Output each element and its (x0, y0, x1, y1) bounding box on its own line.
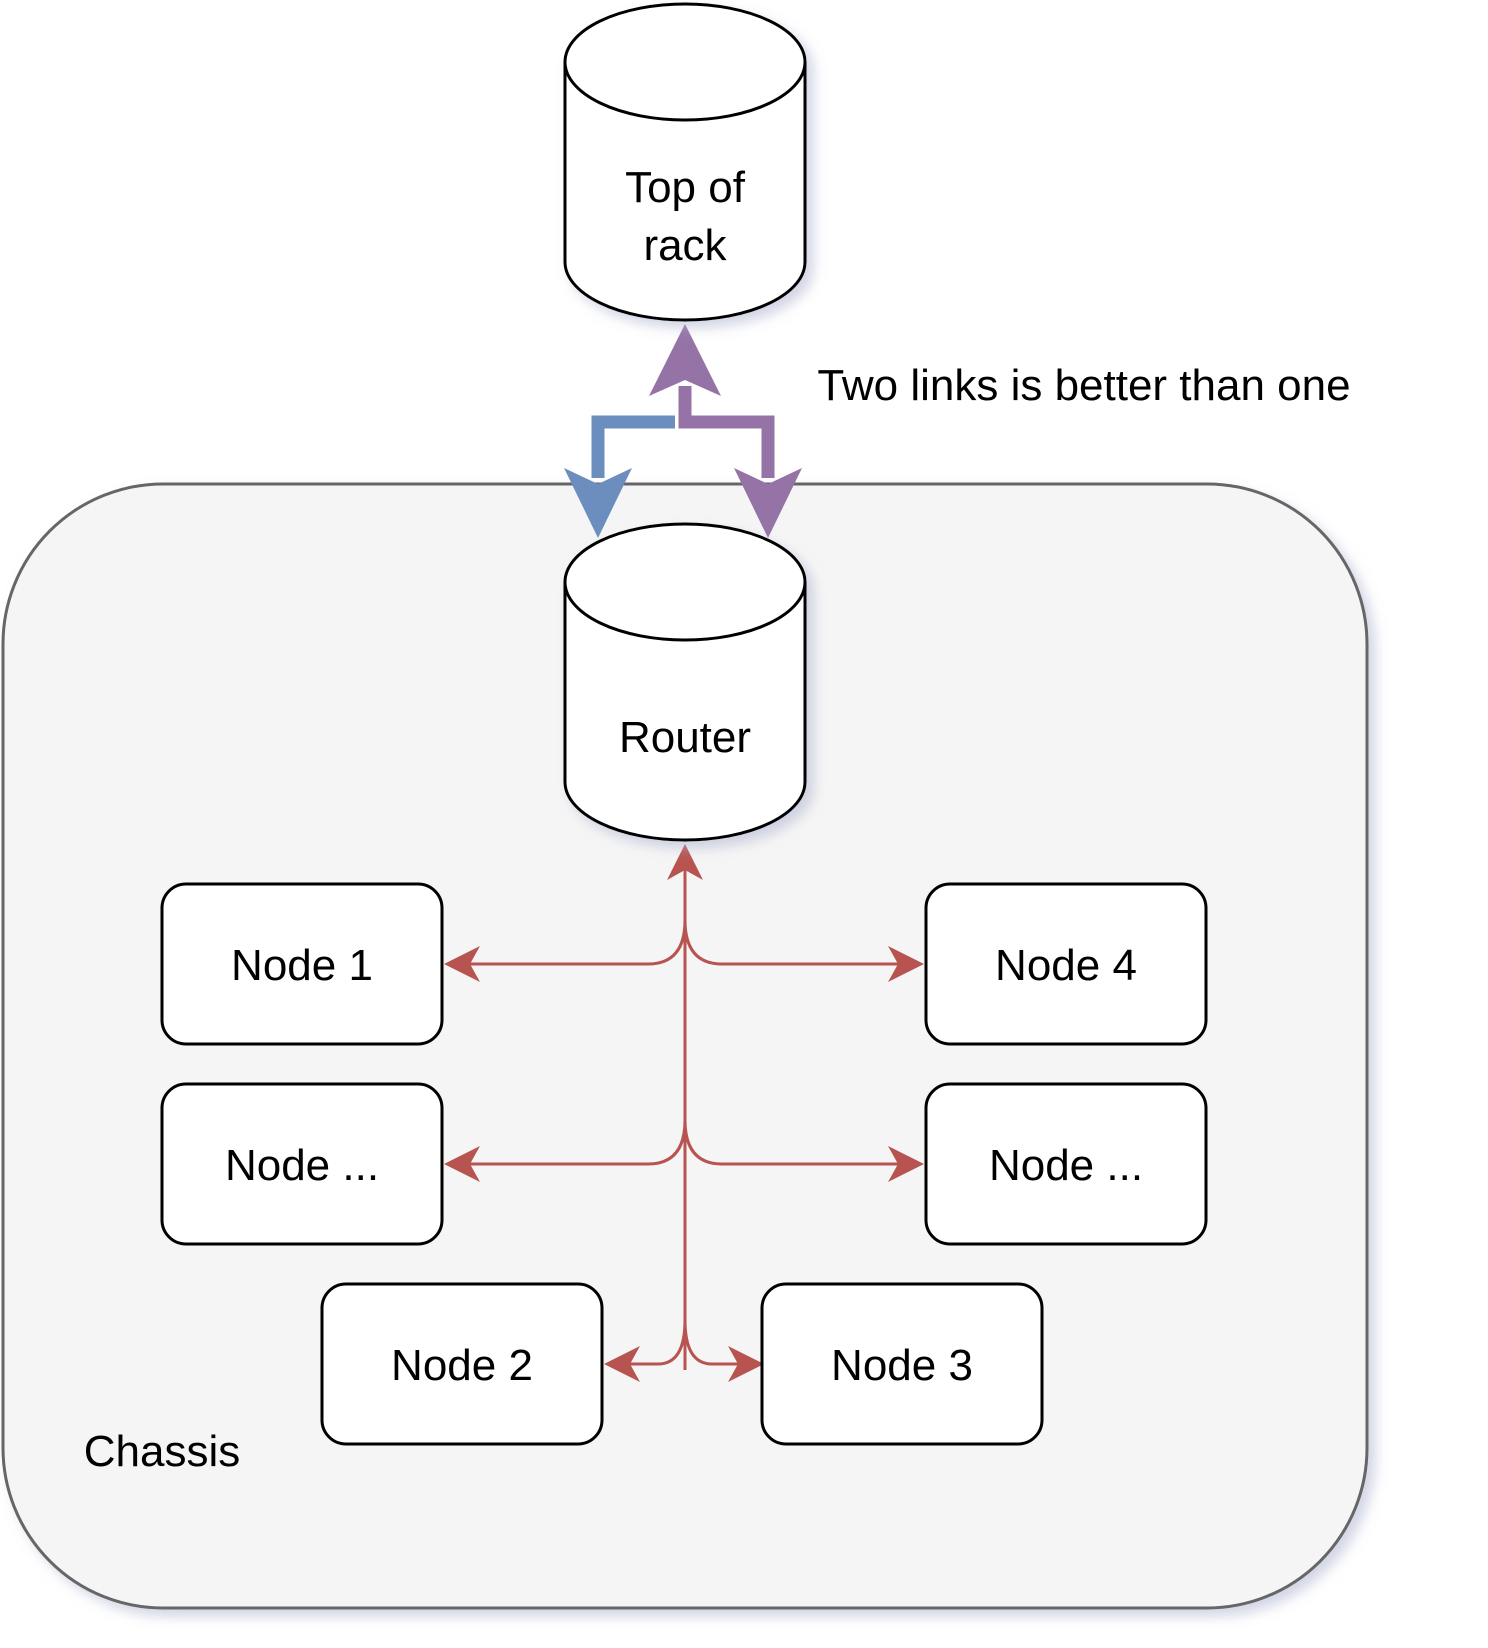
node-1-arrowhead (444, 946, 480, 982)
node-right-more-box[interactable]: Node ... (924, 1082, 1208, 1246)
node-link-arrowheads (444, 844, 924, 1382)
blue-uplink (591, 415, 675, 478)
node-1-box[interactable]: Node 1 (160, 882, 444, 1046)
top-of-rack-cylinder[interactable] (563, 2, 807, 322)
link-note: Two links is better than one (817, 361, 1350, 410)
node-2-arrowhead (604, 1346, 640, 1382)
top-of-rack-arrowhead (649, 324, 721, 396)
node-3-arrowhead (728, 1346, 764, 1382)
top-of-rack-label-line-2: rack (643, 221, 727, 270)
top-of-rack-label-line-1: Top of (625, 163, 746, 212)
chassis-label: Chassis (84, 1427, 241, 1476)
node-left-more-box[interactable]: Node ... (160, 1082, 444, 1246)
node-4-arrowhead (888, 946, 924, 982)
router-arrowhead (667, 844, 703, 880)
blue-uplink-arrowhead (564, 468, 632, 538)
router-label: Router (619, 713, 751, 762)
node-3-label: Node 3 (831, 1341, 973, 1390)
node-left-more-label: Node ... (225, 1141, 379, 1190)
node-2-label: Node 2 (391, 1341, 533, 1390)
node-right-more-label: Node ... (989, 1141, 1143, 1190)
node-3-box[interactable]: Node 3 (760, 1282, 1044, 1446)
node-links (470, 870, 900, 1370)
purple-uplink (678, 386, 775, 478)
uplinks (564, 324, 802, 538)
node-4-label: Node 4 (995, 941, 1137, 990)
router-cylinder[interactable] (563, 522, 807, 842)
node-1-label: Node 1 (231, 941, 373, 990)
purple-uplink-arrowhead (734, 468, 802, 538)
node-2-box[interactable]: Node 2 (320, 1282, 604, 1446)
node-4-box[interactable]: Node 4 (924, 882, 1208, 1046)
node-right-more-arrowhead (888, 1146, 924, 1182)
node-left-more-arrowhead (444, 1146, 480, 1182)
